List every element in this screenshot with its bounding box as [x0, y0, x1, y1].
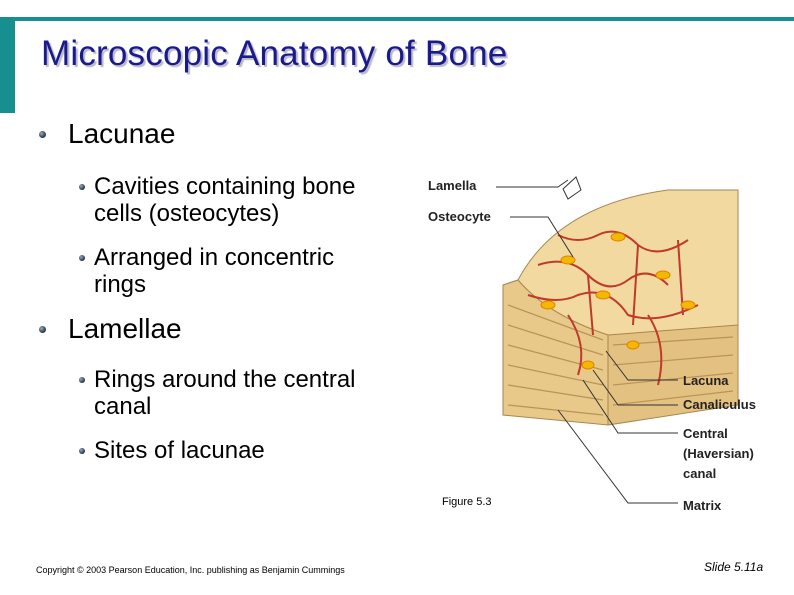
bone-side-face: [607, 324, 739, 426]
bullet-text-line: Sites of lacunae: [94, 437, 265, 464]
slide-title: Microscopic Anatomy of Bone: [41, 34, 508, 73]
bullet-dot-icon: [39, 326, 46, 333]
figure-caption: Figure 5.3: [442, 496, 492, 508]
label-osteocyte: Osteocyte: [428, 209, 491, 224]
label-lamella: Lamella: [428, 178, 477, 193]
label-central-canal-line3: canal: [683, 466, 716, 481]
leader-lines: [496, 179, 678, 504]
label-matrix: Matrix: [683, 498, 722, 513]
bone-anatomy-figure: Lamella Osteocyte Lacuna Canaliculus Cen…: [428, 176, 756, 513]
label-central-canal-line1: Central: [683, 426, 728, 441]
label-central-canal-line2: (Haversian): [683, 446, 754, 461]
slide-number: Slide 5.11a: [704, 560, 764, 574]
bullet-text-line: canal: [94, 393, 152, 420]
bullet-text-line: Cavities containing bone: [94, 173, 356, 200]
copyright-notice: Copyright © 2003 Pearson Education, Inc.…: [36, 565, 345, 575]
bullet-lacunae: Lacunae: [39, 118, 176, 150]
bullet-dot-icon: [79, 184, 85, 190]
sub-bullet-cavities: Cavities containing bone cells (osteocyt…: [79, 173, 356, 227]
label-canaliculus: Canaliculus: [683, 397, 756, 412]
sub-bullet-concentric: Arranged in concentric rings: [79, 244, 335, 298]
bullet-text: Lamellae: [68, 313, 182, 344]
sub-bullet-rings: Rings around the central canal: [79, 366, 356, 420]
label-lacuna: Lacuna: [683, 373, 729, 388]
bullet-text: Lacunae: [68, 118, 176, 149]
bullet-dot-icon: [79, 448, 85, 454]
bullet-dot-icon: [79, 255, 85, 261]
bullet-dot-icon: [39, 131, 46, 138]
osteocytes: [540, 232, 696, 370]
left-accent-bar: [0, 17, 15, 113]
top-accent-rule: [0, 17, 794, 21]
bullet-text-line: cells (osteocytes): [94, 200, 280, 227]
bullet-dot-icon: [79, 377, 85, 383]
bullet-lamellae: Lamellae: [39, 313, 182, 345]
bullet-text-line: Rings around the central: [94, 366, 356, 393]
lamella-pointer-box: [562, 176, 582, 200]
bullet-text-line: Arranged in concentric: [94, 244, 335, 271]
bullet-text-line: rings: [94, 271, 147, 298]
sub-bullet-sites: Sites of lacunae: [79, 437, 265, 464]
